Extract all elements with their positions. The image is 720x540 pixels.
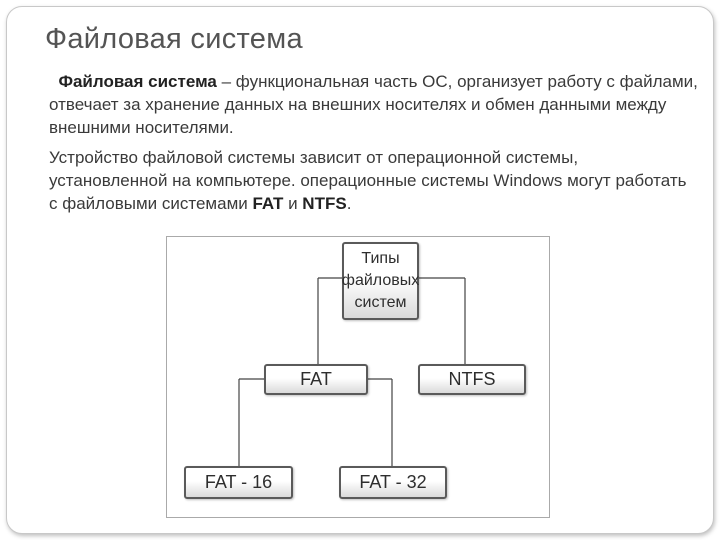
conjunction-text: и <box>283 194 303 213</box>
file-system-types-diagram: Типы файловых систем FAT NTFS FAT - 16 F… <box>166 236 550 518</box>
term-ntfs: NTFS <box>302 194 347 213</box>
term-fat: FAT <box>252 194 284 213</box>
definition-paragraph: Файловая система – функциональная часть … <box>49 70 699 139</box>
node-file-system-types: Типы файловых систем <box>342 242 419 320</box>
node-ntfs: NTFS <box>418 364 526 395</box>
node-fat16: FAT - 16 <box>184 466 293 499</box>
node-fat: FAT <box>264 364 368 395</box>
slide-title: Файловая система <box>45 23 303 55</box>
term-file-system: Файловая система <box>58 72 217 91</box>
period-text: . <box>346 194 352 213</box>
diagram-connectors <box>238 277 466 466</box>
node-fat32: FAT - 32 <box>339 466 447 499</box>
dependency-text: Устройство файловой системы зависит от о… <box>49 148 687 213</box>
definition-text: – функциональная часть ОС, организует ра… <box>49 72 698 137</box>
os-dependency-paragraph: Устройство файловой системы зависит от о… <box>49 146 699 215</box>
slide: Файловая система Файловая система – функ… <box>6 6 714 534</box>
